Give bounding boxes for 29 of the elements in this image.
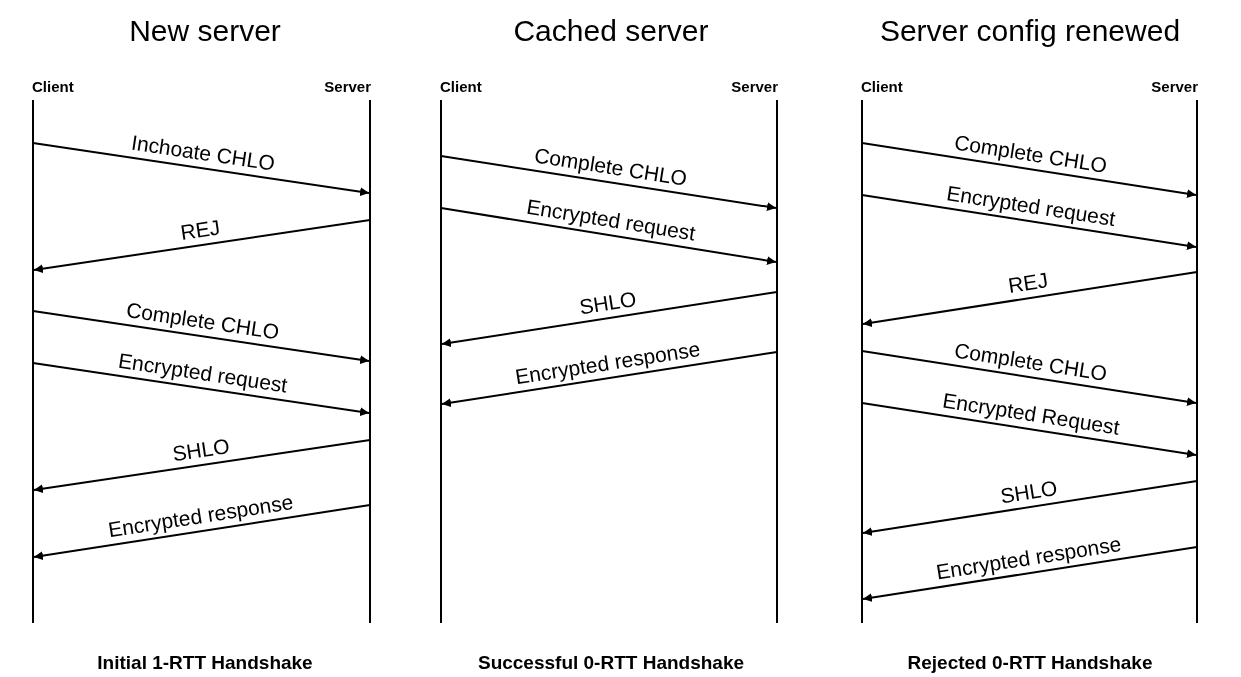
message-arrow bbox=[33, 504, 371, 561]
message-arrow bbox=[861, 350, 1197, 407]
participant-label: Server bbox=[731, 78, 778, 95]
panel-title: Server config renewed bbox=[879, 14, 1181, 48]
message-arrow bbox=[862, 480, 1198, 537]
message-arrow bbox=[862, 271, 1198, 328]
message-arrow bbox=[861, 194, 1197, 251]
participant-label: Client bbox=[440, 78, 482, 95]
panel-title: New server bbox=[129, 14, 281, 48]
participant-label: Client bbox=[32, 78, 74, 95]
message-arrow bbox=[32, 362, 370, 417]
message-arrow bbox=[32, 310, 370, 365]
panel-caption: Initial 1-RTT Handshake bbox=[97, 652, 313, 674]
panel-caption: Successful 0-RTT Handshake bbox=[477, 652, 745, 674]
panel-caption: Rejected 0-RTT Handshake bbox=[907, 652, 1153, 674]
participant-label: Server bbox=[324, 78, 371, 95]
message-arrow bbox=[33, 439, 371, 494]
message-arrow bbox=[33, 219, 371, 274]
message-arrow bbox=[440, 207, 777, 265]
panel-title: Cached server bbox=[513, 14, 709, 48]
participant-label: Server bbox=[1151, 78, 1198, 95]
message-arrow bbox=[441, 291, 778, 348]
message-arrow bbox=[861, 142, 1197, 199]
message-arrow bbox=[440, 155, 777, 212]
participant-label: Client bbox=[861, 78, 903, 95]
message-arrow bbox=[32, 142, 370, 197]
message-arrow bbox=[861, 402, 1197, 459]
message-arrow bbox=[441, 351, 778, 408]
message-arrow bbox=[862, 546, 1198, 603]
